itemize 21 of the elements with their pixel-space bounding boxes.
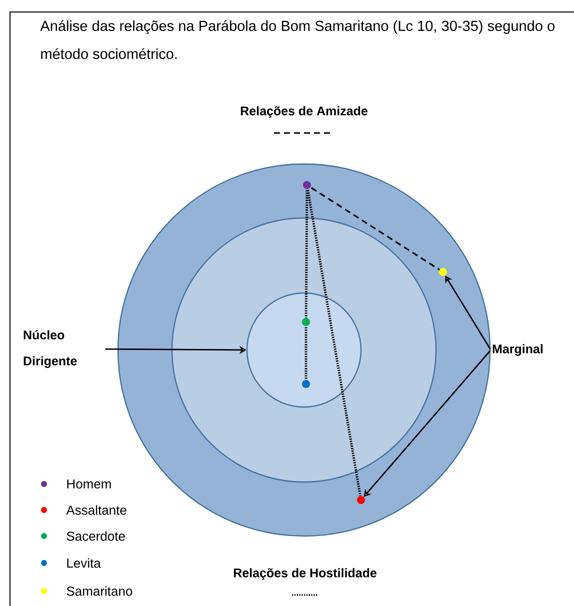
person-dot xyxy=(357,496,365,504)
legend-label: Assaltante xyxy=(66,505,126,515)
relation-line xyxy=(304,190,308,318)
title: Análise das relações na Parábola do Bom Samaritano (Lc 10, 30-35) segundo o método sociométrico. xyxy=(40,20,554,60)
relation-line xyxy=(306,190,362,496)
legend-label: Homem xyxy=(67,479,111,489)
person-dot xyxy=(439,268,447,276)
ring xyxy=(246,292,362,408)
legend-label: Samaritano xyxy=(66,586,132,596)
legend-label: Relações de Amizade xyxy=(240,106,368,118)
person-dot xyxy=(303,181,311,189)
arrow xyxy=(364,350,491,497)
legend-label: Levita xyxy=(67,558,101,568)
person-dot xyxy=(302,318,310,326)
legend-label: Sacerdote xyxy=(66,531,125,541)
legend-label: Relações de Hostilidade xyxy=(234,568,376,580)
node-label: Núcleo Dirigente xyxy=(24,330,77,368)
relation-line xyxy=(304,327,308,380)
relation-line xyxy=(310,187,440,270)
node-label: Marginal xyxy=(492,344,543,356)
person-dot xyxy=(302,380,310,388)
